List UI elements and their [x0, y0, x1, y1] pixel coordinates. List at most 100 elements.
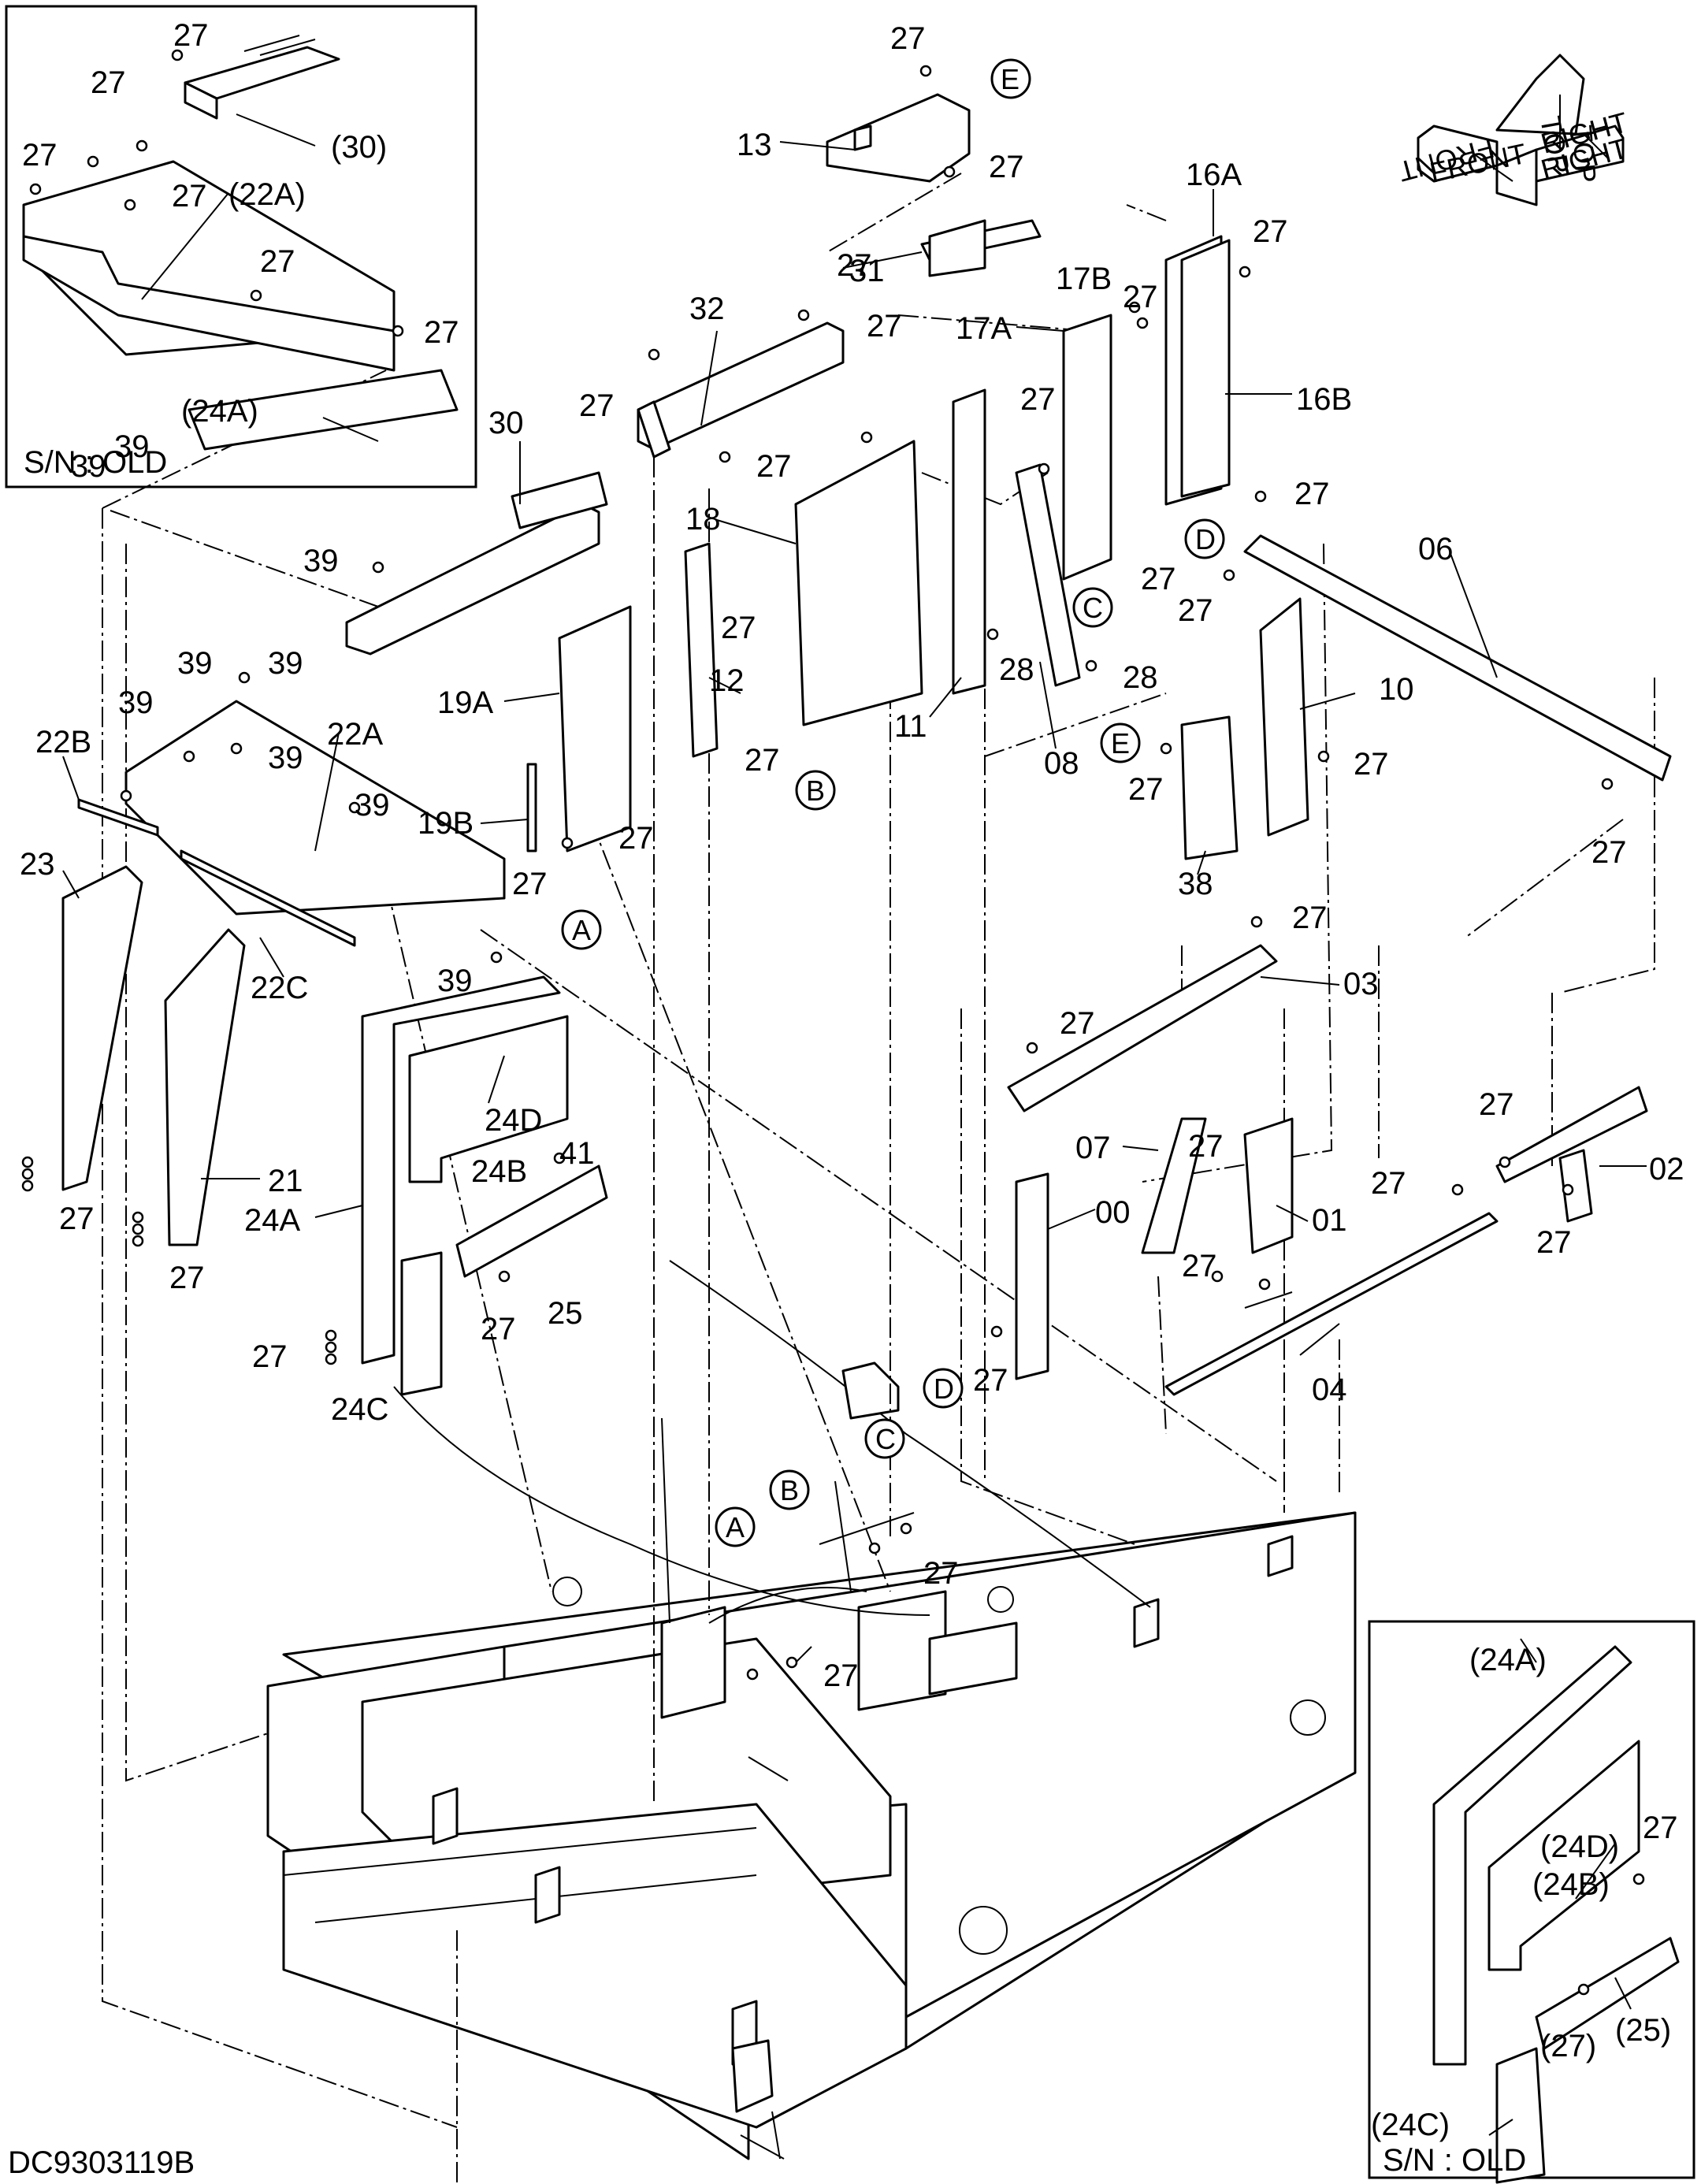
label-06: 06	[1418, 532, 1454, 566]
label-27: 27	[973, 1363, 1008, 1398]
label-27: 27	[1371, 1166, 1406, 1201]
part-02	[1495, 1086, 1648, 1223]
label-27: 27	[756, 449, 792, 484]
ref-e-mid-text: E	[1111, 727, 1130, 760]
label-04: 04	[1312, 1372, 1347, 1407]
label-39: 39	[71, 449, 106, 484]
orientation-top-2: TOP	[1565, 124, 1603, 184]
label-27: 27	[1182, 1249, 1217, 1283]
label-27: 27	[989, 150, 1024, 184]
label-27: 27	[1354, 747, 1389, 782]
label-02: 02	[1649, 1152, 1684, 1187]
ref-a-low-text: A	[726, 1511, 745, 1543]
part-23	[61, 865, 143, 1191]
label-27: 27	[260, 244, 295, 279]
label-27: 27	[579, 388, 615, 423]
part-21	[164, 928, 246, 1246]
part-00	[1015, 1172, 1049, 1380]
label-39: 39	[268, 646, 303, 681]
orientation-symbol	[1417, 54, 1625, 206]
label-27: 27	[1253, 214, 1288, 249]
reference-circles	[561, 58, 1225, 1547]
part-16	[1164, 235, 1231, 506]
label-27: 27	[1128, 772, 1164, 807]
label-39: 39	[118, 685, 154, 720]
label-28: 28	[1123, 660, 1158, 695]
label-24a-old: (24A)	[181, 394, 258, 429]
label-27: 27	[823, 1658, 859, 1693]
part-31	[920, 219, 1042, 277]
label-27: 27	[721, 611, 756, 645]
ref-circle-a	[561, 909, 602, 950]
label-25: 25	[548, 1296, 583, 1331]
label-27: 27	[252, 1339, 288, 1374]
inset-caption-top: S/N : OLD	[24, 445, 167, 480]
ref-b-text: B	[806, 774, 825, 807]
label-22b: 22B	[35, 725, 91, 760]
ref-circle-c-low	[864, 1418, 905, 1459]
label-27: 27	[1479, 1087, 1514, 1122]
label-27: 27	[1292, 901, 1328, 935]
label-27: 27	[923, 1556, 959, 1591]
label-24a: 24A	[244, 1203, 300, 1238]
label-24d-inset: (24D)	[1540, 1829, 1619, 1864]
label-27: 27	[59, 1202, 95, 1236]
label-27: 27	[1188, 1129, 1224, 1164]
label-27: 27	[481, 1312, 516, 1346]
part-19	[526, 605, 632, 852]
label-10: 10	[1379, 672, 1414, 707]
label-27: 27	[1536, 1225, 1572, 1260]
part-13	[826, 93, 971, 183]
label-25-inset: (25)	[1615, 2013, 1671, 2048]
label-27: 27	[169, 1261, 205, 1295]
label-27: 27	[1294, 477, 1330, 511]
label-38: 38	[1178, 867, 1213, 901]
label-27-inset: (27)	[1540, 2029, 1596, 2063]
label-24c-inset: (24C)	[1371, 2108, 1450, 2142]
label-23: 23	[20, 847, 55, 882]
label-39: 39	[303, 544, 339, 578]
label-03: 03	[1343, 967, 1379, 1001]
inset-top-left-parts	[22, 35, 459, 451]
label-24d: 24D	[485, 1103, 542, 1138]
part-32	[637, 321, 845, 459]
label-27: 27	[173, 18, 209, 53]
ref-c-low-text: C	[875, 1423, 896, 1455]
label-24a-inset: (24A)	[1469, 1643, 1547, 1677]
label-16b: 16B	[1296, 382, 1352, 417]
label-19a: 19A	[437, 685, 493, 720]
label-32: 32	[689, 292, 725, 326]
part-03	[1007, 944, 1278, 1112]
label-30-old: (30)	[331, 130, 387, 165]
label-16a: 16A	[1186, 158, 1242, 192]
label-39: 39	[268, 741, 303, 775]
label-27: 27	[618, 821, 654, 856]
part-06	[1243, 534, 1672, 782]
label-27: 27	[91, 65, 126, 100]
label-17b: 17B	[1056, 262, 1112, 296]
label-39: 39	[437, 964, 473, 998]
part-17	[1015, 314, 1112, 687]
label-39: 39	[177, 646, 213, 681]
label-27: 27	[1141, 562, 1176, 596]
label-00: 00	[1095, 1195, 1131, 1230]
part-10	[1180, 597, 1309, 860]
inset-caption-bottom: S/N : OLD	[1383, 2143, 1526, 2178]
inset-bottom-right-parts	[1432, 1645, 1680, 2184]
label-27: 27	[424, 315, 459, 350]
label-27: 27	[22, 138, 58, 173]
label-39: 39	[114, 429, 150, 464]
label-17a: 17A	[956, 311, 1012, 346]
label-27: 27	[172, 179, 207, 214]
ref-circle-b-low	[769, 1469, 810, 1510]
ref-d-text: D	[1195, 523, 1216, 555]
label-31: 31	[849, 254, 885, 288]
label-27: 27	[1178, 593, 1213, 628]
drawing-code: DC9303119B	[8, 2145, 195, 2180]
ref-circle-d-low	[923, 1368, 964, 1409]
label-18: 18	[685, 502, 721, 537]
label-30: 30	[488, 406, 524, 440]
label-01: 01	[1312, 1203, 1347, 1238]
ref-circle-e-mid	[1100, 722, 1141, 763]
